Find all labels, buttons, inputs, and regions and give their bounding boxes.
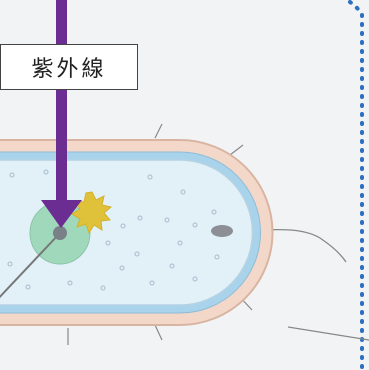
dna-target-dot <box>53 226 67 240</box>
uv-label-text: 紫外線 <box>31 57 107 82</box>
uv-label: 紫外線 <box>0 44 138 90</box>
uv-arrow-shaft <box>56 0 67 202</box>
pilus <box>154 324 163 341</box>
pilus <box>154 123 163 139</box>
flagellum-lower <box>287 326 369 341</box>
ribosomes <box>7 169 220 291</box>
dotted-boundary <box>348 0 364 370</box>
pilus <box>229 144 244 156</box>
granule <box>211 225 233 237</box>
dna-strand <box>0 232 61 299</box>
uv-arrow-head <box>41 200 82 228</box>
